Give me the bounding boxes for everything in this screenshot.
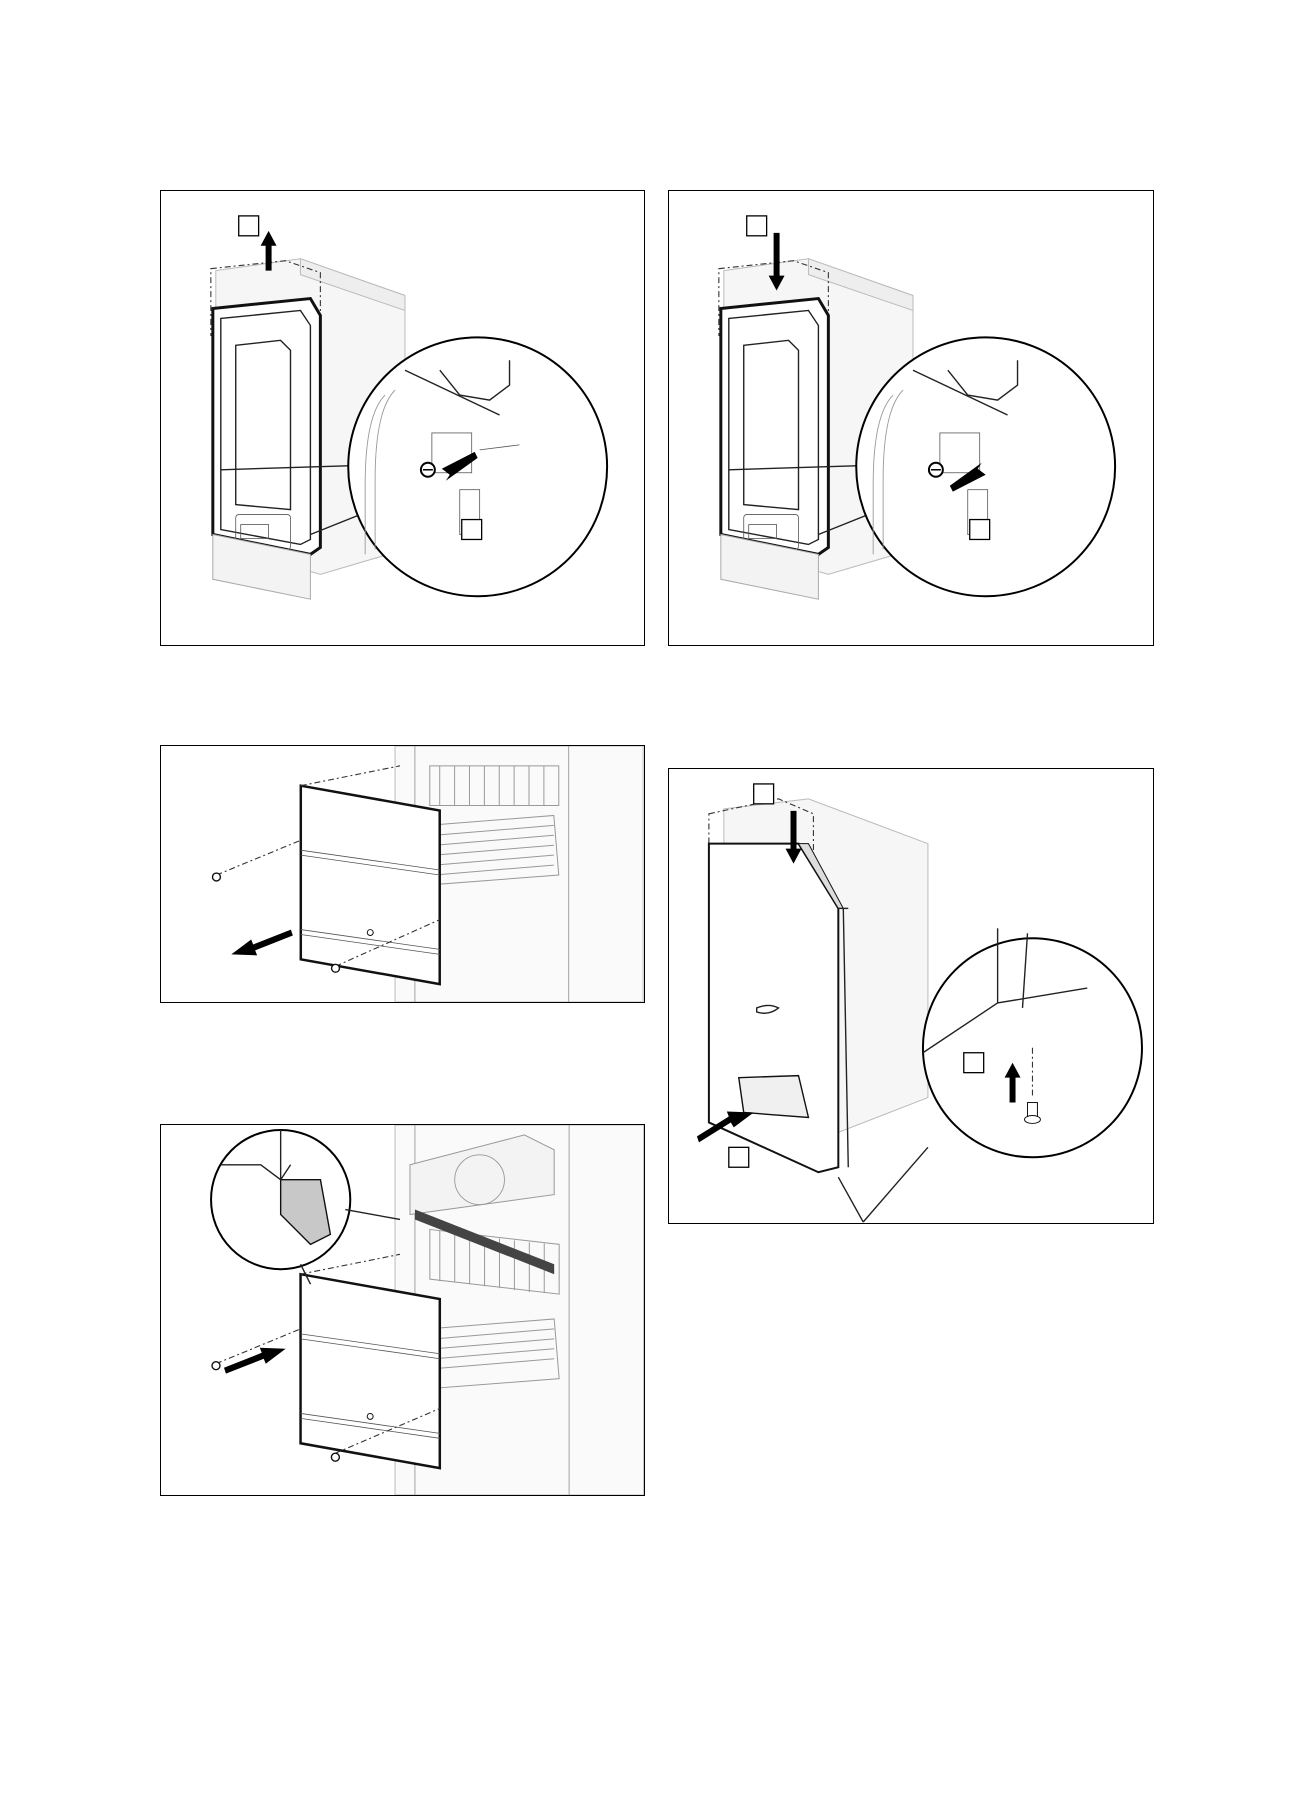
figure-refit-front-casing: [668, 190, 1154, 646]
screw-icon: [929, 463, 943, 477]
screw-icon: [212, 1362, 220, 1370]
screw-icon: [331, 1453, 339, 1461]
detail-circle-icon: [856, 337, 1115, 596]
screw-icon: [332, 964, 340, 972]
figure-refit-chamber-cover: [160, 1124, 645, 1496]
callout-box-top: [747, 216, 767, 236]
arrow-icon: [224, 1348, 286, 1374]
illustration-remove-casing: [161, 191, 644, 645]
illustration-refit-cover: [161, 1125, 644, 1495]
figure-fit-front-casing: [668, 768, 1154, 1224]
detail-circle-icon: [348, 337, 607, 596]
callout-box-detail: [970, 520, 990, 540]
screw-icon: [212, 873, 220, 881]
illustration-fit-casing: [669, 769, 1153, 1223]
figure-remove-front-casing: [160, 190, 645, 646]
arrow-icon: [231, 930, 293, 956]
callout-box-detail: [964, 1053, 984, 1073]
callout-box-bottom: [729, 1147, 749, 1167]
illustration-remove-cover: [161, 746, 644, 1002]
figure-remove-chamber-cover: [160, 745, 645, 1003]
screw-icon: [421, 463, 435, 477]
illustration-refit-casing: [669, 191, 1153, 645]
callout-box-top: [754, 784, 774, 804]
callout-box-top: [239, 216, 259, 236]
callout-box-detail: [462, 520, 482, 540]
